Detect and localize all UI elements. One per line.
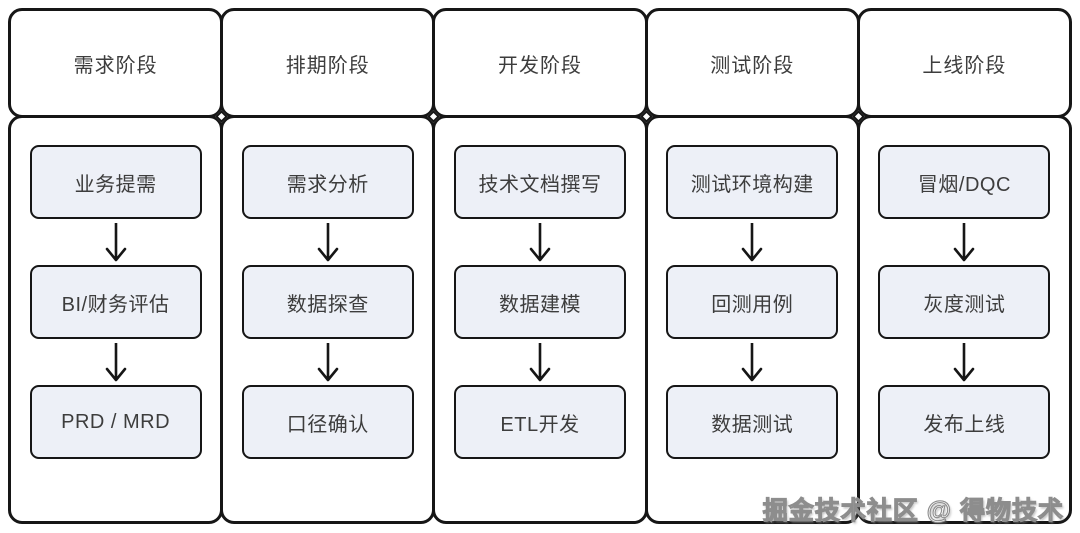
phase-body: 技术文档撰写 数据建模 ETL开发 — [432, 115, 648, 524]
arrow-down-icon — [316, 343, 340, 383]
arrow-down-icon — [740, 223, 764, 263]
phase-body: 需求分析 数据探查 口径确认 — [220, 115, 436, 524]
arrow-down-icon — [952, 223, 976, 263]
arrow-down-icon — [104, 343, 128, 383]
phase-columns: 需求阶段 业务提需 BI/财务评估 PRD / MRD 排期阶段 需求分析 数据… — [8, 8, 1073, 524]
arrow-down-icon — [740, 343, 764, 383]
watermark: 掘金技术社区 @ 得物技术 — [762, 496, 1064, 525]
step-box: 冒烟/DQC — [878, 145, 1051, 219]
step-box: 口径确认 — [241, 385, 414, 459]
phase-title: 开发阶段 — [432, 8, 648, 118]
phase-column-scheduling: 排期阶段 需求分析 数据探查 口径确认 — [220, 8, 436, 524]
phase-body: 测试环境构建 回测用例 数据测试 — [644, 115, 860, 524]
step-box: 灰度测试 — [878, 265, 1051, 339]
step-box: BI/财务评估 — [29, 265, 202, 339]
step-box: 数据建模 — [454, 265, 626, 339]
phase-body: 业务提需 BI/财务评估 PRD / MRD — [8, 115, 224, 524]
step-box: 回测用例 — [666, 265, 839, 339]
step-box: 技术文档撰写 — [454, 145, 626, 219]
arrow-down-icon — [952, 343, 976, 383]
arrow-down-icon — [528, 223, 552, 263]
phase-body: 冒烟/DQC 灰度测试 发布上线 — [856, 115, 1073, 524]
step-box: 发布上线 — [878, 385, 1051, 459]
phase-column-requirements: 需求阶段 业务提需 BI/财务评估 PRD / MRD — [8, 8, 224, 524]
phase-column-testing: 测试阶段 测试环境构建 回测用例 数据测试 — [644, 8, 860, 524]
step-box: ETL开发 — [454, 385, 626, 459]
phase-title: 上线阶段 — [856, 8, 1073, 118]
phase-title: 需求阶段 — [8, 8, 224, 118]
phase-title: 排期阶段 — [220, 8, 436, 118]
phase-column-launch: 上线阶段 冒烟/DQC 灰度测试 发布上线 — [856, 8, 1073, 524]
phase-column-development: 开发阶段 技术文档撰写 数据建模 ETL开发 — [432, 8, 648, 524]
step-box: PRD / MRD — [29, 385, 202, 459]
step-box: 数据测试 — [666, 385, 839, 459]
arrow-down-icon — [316, 223, 340, 263]
step-box: 数据探查 — [241, 265, 414, 339]
arrow-down-icon — [104, 223, 128, 263]
arrow-down-icon — [528, 343, 552, 383]
step-box: 业务提需 — [29, 145, 202, 219]
step-box: 需求分析 — [241, 145, 414, 219]
step-box: 测试环境构建 — [666, 145, 839, 219]
phase-title: 测试阶段 — [644, 8, 860, 118]
